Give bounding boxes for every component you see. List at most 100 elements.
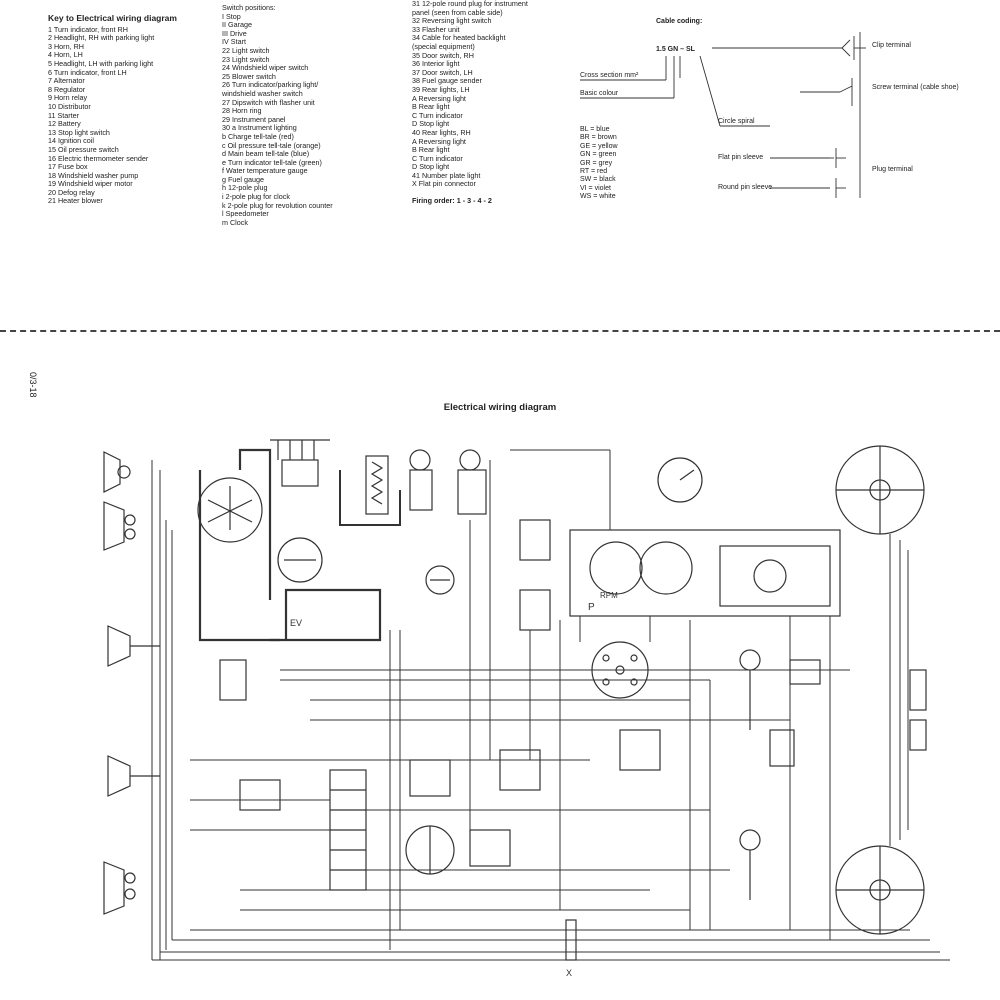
colour-code: WS = white [580, 193, 616, 201]
key-item: 18 Windshield washer pump [48, 170, 139, 180]
rear-lights-lh-icon [835, 845, 925, 935]
key-item: C Turn indicator [412, 153, 463, 163]
diagram-title: Electrical wiring diagram [443, 402, 557, 413]
circle-spiral-label: Circle spiral [718, 118, 755, 125]
key-item: i 2-pole plug for clock [222, 192, 290, 202]
key-item: 32 Reversing light switch [412, 16, 492, 26]
key-item: 2 Headlight, RH with parking light [48, 33, 155, 43]
key-item: I Stop [222, 11, 241, 21]
wiring-diagram: EV RPM P [103, 439, 950, 978]
door-switch-icon [739, 649, 761, 730]
diagram-label: P [588, 602, 595, 613]
ignition-coil-icon [365, 455, 389, 515]
washer-pump-icon [457, 449, 487, 515]
key-item: 29 Instrument panel [222, 114, 286, 124]
key-item: e Turn indicator tell-tale (green) [222, 157, 322, 167]
colour-code: GR = grey [580, 159, 613, 167]
key-item: 30 a Instrument lighting [222, 123, 297, 133]
page-fold-line [0, 330, 1000, 332]
key-item: 9 Horn relay [48, 93, 88, 103]
clip-terminal-label: Clip terminal [872, 42, 911, 49]
regulator-icon [277, 537, 323, 583]
key-item: X Flat pin connector [412, 179, 476, 189]
key-item: panel (seen from cable side) [412, 7, 503, 17]
key-item: 23 Light switch [222, 54, 270, 64]
key-item: b Charge tell-tale (red) [222, 131, 294, 141]
key-item: g Fuel gauge [222, 174, 264, 184]
key-item: 35 Door switch, RH [412, 50, 474, 60]
key-item: 8 Regulator [48, 84, 86, 94]
turn-indicator-front-rh-icon [103, 451, 131, 493]
switch-block-icon [519, 519, 551, 631]
cross-section-label: Cross section mm² [580, 72, 639, 79]
number-plate-light-icon [909, 669, 927, 751]
key-item: B Rear light [412, 102, 450, 112]
colour-code: GE = yellow [580, 142, 618, 150]
fuel-gauge-sender-icon [769, 729, 795, 767]
colour-code: RT = red [580, 168, 608, 176]
key-item: 12 Battery [48, 119, 81, 129]
wiring-key-section: Key to Electrical wiring diagram 1 Turn … [0, 0, 1000, 320]
key-item: IV Start [222, 37, 246, 47]
key-item: d Main beam tell-tale (blue) [222, 149, 310, 159]
key-column-3: 31 12-pole round plug for instrument pan… [412, 0, 528, 206]
key-item: 6 Turn indicator, front LH [48, 67, 127, 77]
key-item: II Garage [222, 20, 252, 30]
plug-terminal-label: Plug terminal [872, 166, 913, 173]
key-item: 17 Fuse box [48, 162, 88, 172]
key-item: 21 Heater blower [48, 196, 103, 206]
connector-strip-icon [565, 919, 577, 961]
key-item: 1 Turn indicator, front RH [48, 24, 128, 34]
key-item: 5 Headlight, LH with parking light [48, 58, 154, 68]
rear-lights-rh-icon [835, 445, 925, 535]
wiper-motor-icon [409, 449, 433, 511]
relay-icon [239, 779, 281, 811]
distributor-icon [270, 439, 330, 487]
key-item: f Water temperature gauge [222, 166, 308, 176]
cable-coding-title: Cable coding: [656, 18, 703, 25]
colour-code: SW = black [580, 176, 616, 184]
key-item: A Reversing light [412, 93, 466, 103]
dipswitch-icon [499, 749, 541, 791]
blower-icon [425, 565, 455, 595]
key-item: D Stop light [412, 119, 450, 129]
colour-code: BL = blue [580, 126, 610, 133]
key-item: B Rear light [412, 145, 450, 155]
key-item: 19 Windshield wiper motor [48, 179, 133, 189]
cable-coding-example: 1.5 GN – SL [656, 46, 695, 53]
flasher-unit-icon [409, 759, 451, 797]
key-item: 10 Distributor [48, 101, 91, 111]
key-list-3: 31 12-pole round plug for instrument pan… [412, 0, 528, 189]
key-item: 7 Alternator [48, 76, 85, 86]
colour-code: VI = violet [580, 184, 611, 192]
key-item: 31 12-pole round plug for instrument [412, 0, 528, 8]
key-item: 37 Door switch, LH [412, 67, 473, 77]
fuse-box-icon [329, 769, 367, 891]
key-item: h 12-pole plug [222, 183, 268, 193]
key-item: 14 Ignition coil [48, 136, 94, 146]
key-item: 13 Stop light switch [48, 127, 110, 137]
key-item: 22 Light switch [222, 45, 270, 55]
ignition-switch-icon [405, 825, 455, 875]
colour-code: BR = brown [580, 134, 617, 142]
key-item: III Drive [222, 28, 247, 38]
horn-rh-icon [107, 625, 160, 667]
horn-relay-icon [219, 659, 247, 701]
key-item: 3 Horn, RH [48, 41, 84, 51]
basic-colour-label: Basic colour [580, 90, 619, 97]
key-item: A Reversing light [412, 136, 466, 146]
key-item: 15 Oil pressure switch [48, 144, 119, 154]
key-item: 24 Windshield wiper switch [222, 63, 309, 73]
alternator-icon [197, 477, 263, 543]
key-item: C Turn indicator [412, 110, 463, 120]
key-item: 34 Cable for heated backlight [412, 33, 506, 43]
cable-coding-legend: Cable coding: 1.5 GN – SL Cross section … [570, 8, 990, 228]
key-item: 41 Number plate light [412, 170, 481, 180]
key-item: l Speedometer [222, 209, 269, 219]
key-item: Switch positions: [222, 3, 276, 12]
key-item: 4 Horn, LH [48, 50, 83, 60]
key-item: m Clock [222, 217, 248, 227]
key-item: 28 Horn ring [222, 106, 262, 116]
